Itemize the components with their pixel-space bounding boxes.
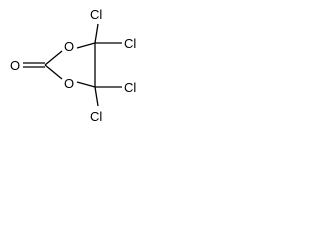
carbonyl-oxygen-label: O (10, 58, 20, 73)
bond-ring-o-top-c-top (76, 42, 96, 49)
chlorine-top-right-label: Cl (124, 36, 136, 51)
chlorine-top-left-label: Cl (90, 7, 102, 22)
chemical-structure: O O O Cl Cl Cl Cl (10, 7, 136, 124)
bond-carbonyl-c-ring-o-top (44, 50, 63, 66)
ring-oxygen-top-label: O (64, 39, 74, 54)
ring-oxygen-bottom-label: O (64, 76, 74, 91)
bond-c-bottom-cl-bottom-left (94, 86, 99, 107)
chlorine-bottom-right-label: Cl (124, 80, 136, 95)
bond-c-bottom-ring-o-bottom (76, 81, 96, 88)
bond-ring-o-bottom-carbonyl-c (44, 64, 63, 80)
bond-c-top-cl-top-left (94, 23, 99, 44)
chlorine-bottom-left-label: Cl (90, 109, 102, 124)
